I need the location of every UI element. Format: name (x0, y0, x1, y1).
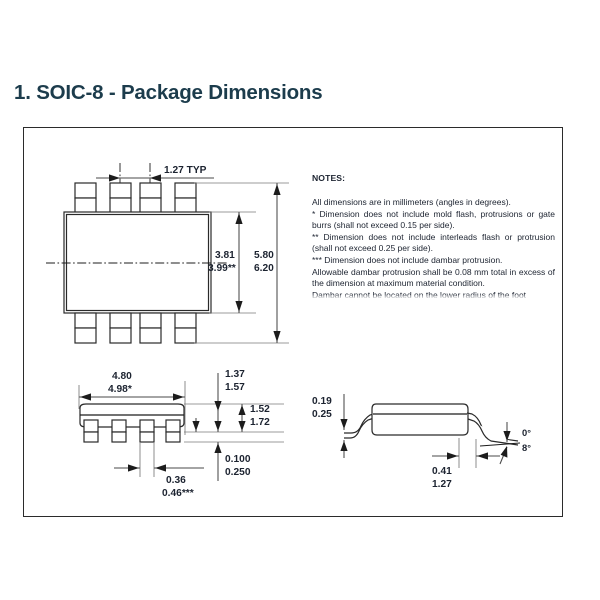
pin-5 (174, 312, 197, 344)
overall-width-arrow-bottom (273, 331, 281, 342)
body-length-max-label: 4.98* (108, 384, 132, 395)
body-height-arrow-up (214, 421, 222, 431)
pin-4 (174, 182, 197, 214)
lead-detail-drawing: 0.19 0.25 0.41 1.27 (312, 394, 531, 490)
lead-thickness-arrow-down (340, 419, 348, 429)
body-height-min-label: 1.37 (225, 369, 245, 380)
foot-length-min-label: 0.41 (432, 466, 452, 477)
lead-thickness-arrow-up (340, 441, 348, 451)
lead-angle-max-label: 8° (522, 442, 531, 453)
body-width-nom-label: 3.81 (215, 250, 235, 261)
lead-width-arrow-left (128, 464, 139, 472)
body-width-arrow-top (235, 213, 243, 224)
angle-reference-line (479, 442, 521, 447)
front-lead-4 (165, 419, 181, 443)
standoff-max-label: 0.250 (225, 467, 251, 478)
body-length-arrow-right (173, 393, 184, 401)
note-line-2: * Dimension does not include mold flash,… (312, 208, 555, 231)
right-lead-outline-inner (467, 418, 519, 446)
angle-arrow-down (503, 431, 511, 441)
standoff-min-label: 0.100 (225, 454, 251, 465)
lead-width-min-label: 0.36 (166, 475, 186, 486)
body-length-arrow-left (80, 393, 91, 401)
pin-1 (74, 182, 97, 214)
top-pin-row (74, 182, 197, 214)
standoff-small-arrow (192, 421, 200, 431)
front-lead-2 (111, 419, 127, 443)
left-lead-outline-inner (344, 412, 377, 434)
overall-width-max-label: 6.20 (254, 263, 274, 274)
pin-6 (139, 312, 162, 344)
foot-length-arrow-left (447, 452, 458, 460)
body-height-arrow-down (214, 401, 222, 411)
lead-width-arrow-right (155, 464, 166, 472)
pitch-label: 1.27 TYP (164, 165, 207, 176)
overall-height-arrow-bottom (238, 421, 246, 431)
foot-length-max-label: 1.27 (432, 479, 452, 490)
lead-thickness-min-label: 0.19 (312, 396, 332, 407)
top-view-drawing: 3.81 3.99** 5.80 6.20 1.27 TYP (46, 163, 289, 344)
overall-height-min-label: 1.52 (250, 404, 270, 415)
package-body-inner (65, 213, 210, 312)
overall-height-max-label: 1.72 (250, 417, 270, 428)
page-title: 1. SOIC-8 - Package Dimensions (14, 81, 323, 104)
pin-7 (109, 312, 132, 344)
note-line-6: Dambar cannot be located on the lower ra… (312, 289, 527, 299)
front-view-drawing: 4.80 4.98* (78, 369, 284, 499)
lead-width-max-label: 0.46*** (162, 488, 194, 499)
body-length-nom-label: 4.80 (112, 371, 132, 382)
front-lead-group (83, 419, 181, 443)
angle-arrow-up (500, 446, 508, 458)
standoff-arrow-up (214, 443, 222, 453)
overall-height-arrow-top (238, 405, 246, 415)
body-height-max-label: 1.57 (225, 382, 245, 393)
foot-length-arrow-right (477, 452, 488, 460)
pitch-arrow-right (150, 174, 161, 182)
note-line-4: *** Dimension does not include dambar pr… (312, 254, 503, 265)
front-lead-3 (139, 419, 155, 443)
lead-angle-min-label: 0° (522, 427, 531, 438)
body-width-max-label: 3.99** (208, 263, 236, 274)
note-line-3: ** Dimension does not include interleads… (312, 231, 555, 254)
detail-body-outline (371, 403, 469, 436)
notes-heading: NOTES: (312, 173, 346, 183)
note-line-6-clipped: Dambar cannot be located on the lower ra… (312, 290, 555, 299)
front-lead-1 (83, 419, 99, 443)
pin-8 (74, 312, 97, 344)
notes-block: NOTES: All dimensions are in millimeters… (312, 173, 555, 299)
drawing-frame: 3.81 3.99** 5.80 6.20 1.27 TYP 4.80 4.98… (23, 127, 563, 517)
note-line-1: All dimensions are in millimeters (angle… (312, 197, 511, 207)
overall-width-arrow-top (273, 184, 281, 195)
pitch-arrow-left (109, 174, 120, 182)
overall-width-min-label: 5.80 (254, 250, 274, 261)
pin-3 (139, 182, 162, 214)
lead-thickness-max-label: 0.25 (312, 409, 332, 420)
body-width-arrow-bottom (235, 301, 243, 312)
pin-2 (109, 182, 132, 214)
note-line-5: Allowable dambar protrusion shall be 0.0… (312, 266, 555, 289)
bottom-pin-row (74, 312, 197, 344)
